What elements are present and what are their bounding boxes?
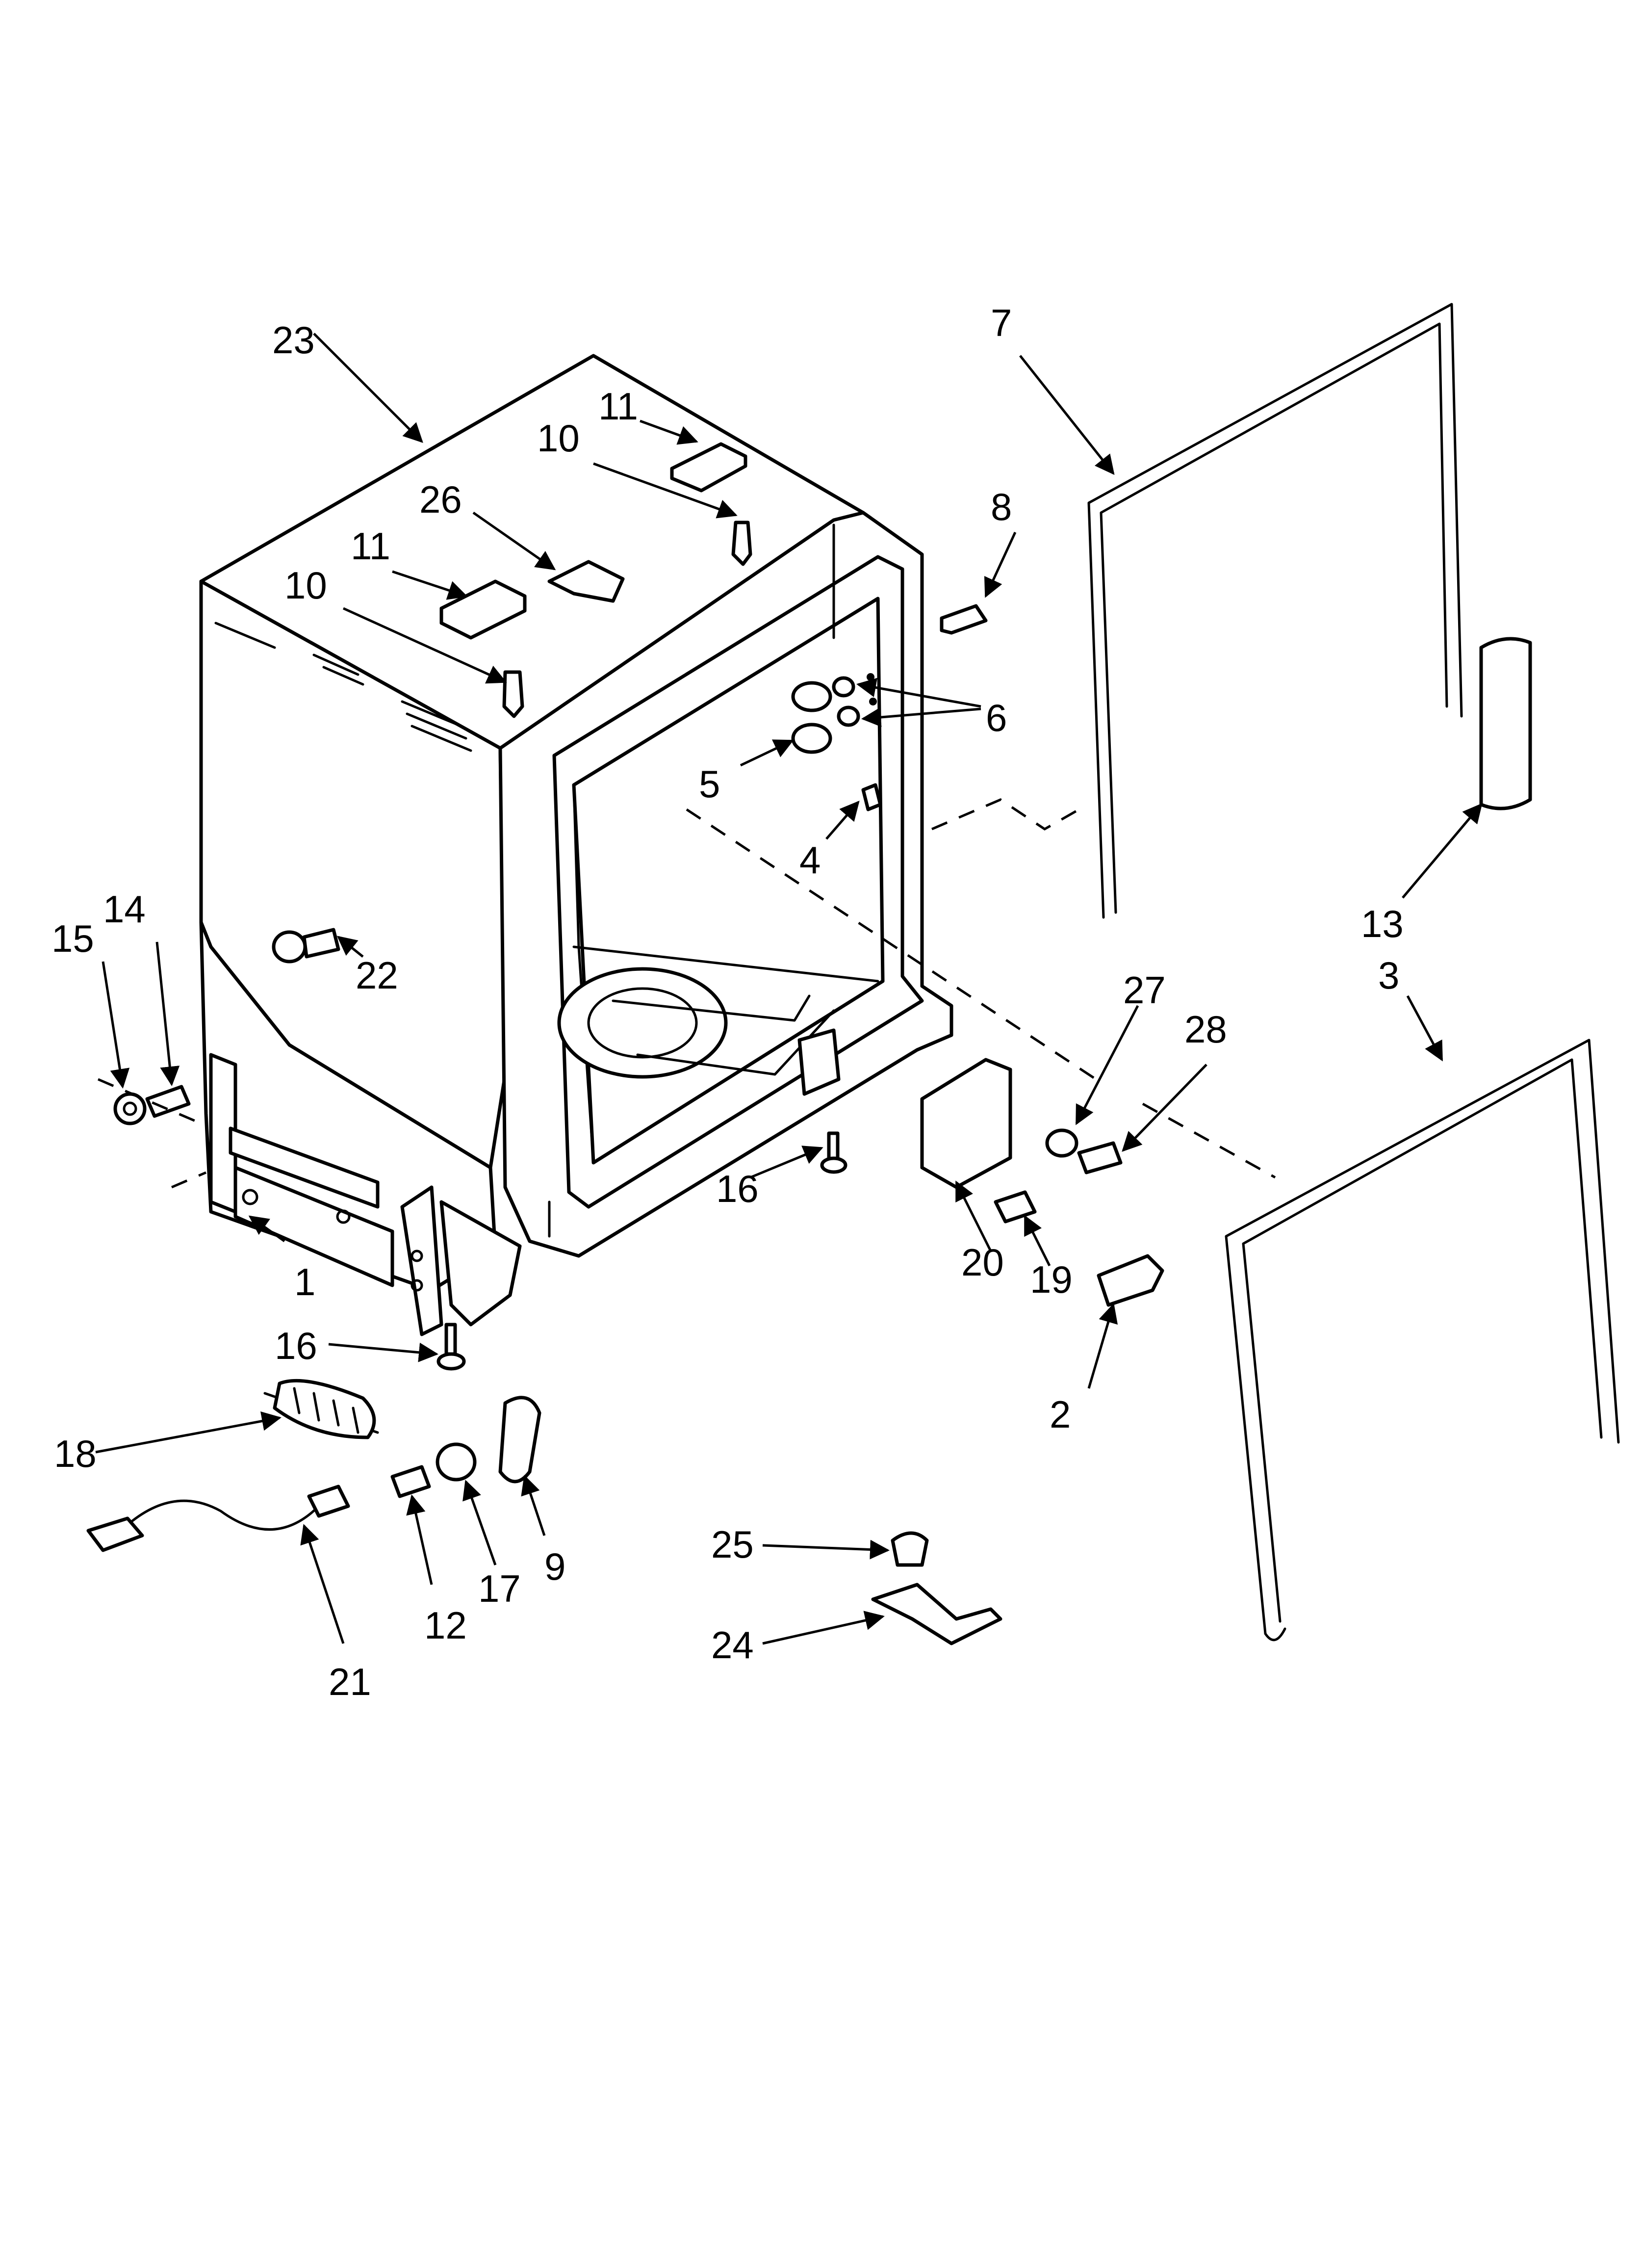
callout-16-lower: 16 [275, 1324, 317, 1367]
screw-8 [940, 604, 988, 635]
tub-gasket-3 [1225, 1039, 1620, 1642]
cam-9 [498, 1396, 541, 1484]
clip-26 [547, 560, 625, 603]
callout-4: 4 [799, 838, 821, 882]
trim-13 [1479, 637, 1532, 810]
latch-2 [1097, 1254, 1164, 1307]
leader-lines [95, 333, 1483, 1645]
callout-13: 13 [1361, 902, 1404, 945]
screw-10-lower [502, 670, 524, 718]
callout-8: 8 [991, 485, 1012, 528]
callout-15: 15 [51, 917, 94, 960]
door-gasket-7 [1087, 303, 1463, 919]
bracket-11-top [670, 442, 747, 493]
callout-10-lower: 10 [284, 564, 327, 607]
foot-16-center [820, 1131, 847, 1174]
callout-5: 5 [699, 762, 720, 806]
callout-7: 7 [991, 301, 1012, 344]
callout-18: 18 [54, 1432, 97, 1475]
callout-26: 26 [419, 478, 462, 521]
callout-10-top: 10 [537, 417, 580, 460]
callout-9: 9 [544, 1545, 565, 1588]
rollers-5 [791, 681, 832, 754]
tub-assembly [199, 354, 953, 1336]
screw-10-top [731, 521, 752, 566]
plug-22 [272, 928, 340, 964]
callout-1: 1 [294, 1260, 315, 1303]
sensor-25 [891, 1531, 929, 1567]
screw-28 [1077, 1141, 1123, 1174]
callout-14: 14 [103, 887, 146, 931]
callout-27: 27 [1123, 968, 1166, 1012]
bracket-20 [920, 1058, 1012, 1189]
callout-11-lower: 11 [351, 524, 390, 568]
callout-labels: 23 11 10 26 11 10 7 8 6 5 4 22 13 3 27 2… [51, 301, 1404, 1703]
callout-12: 12 [424, 1604, 467, 1647]
bracket-11-lower [439, 579, 527, 640]
callout-25: 25 [711, 1523, 754, 1566]
spring-18 [263, 1379, 379, 1439]
screw-14 [145, 1085, 191, 1118]
callout-28: 28 [1184, 1008, 1227, 1051]
callout-23: 23 [272, 318, 315, 362]
callout-21: 21 [329, 1660, 371, 1703]
callout-3: 3 [1378, 954, 1399, 997]
callout-20: 20 [961, 1241, 1004, 1284]
fastener-4 [861, 783, 882, 811]
callout-24: 24 [711, 1623, 754, 1667]
screw-19 [994, 1190, 1037, 1224]
bracket-24 [871, 1583, 1002, 1645]
callout-16-center: 16 [716, 1167, 759, 1210]
foot-16-lower [436, 1323, 466, 1371]
washer-17 [436, 1442, 477, 1482]
screw-12 [390, 1465, 431, 1498]
washer-27 [1045, 1128, 1078, 1158]
callout-11-top: 11 [598, 385, 638, 428]
wheel-15 [113, 1092, 147, 1125]
cable-21 [86, 1485, 350, 1552]
callout-2: 2 [1050, 1393, 1071, 1436]
callout-17: 17 [478, 1567, 521, 1610]
callout-6: 6 [986, 696, 1007, 739]
callout-22: 22 [356, 954, 398, 997]
callout-19: 19 [1030, 1258, 1073, 1301]
